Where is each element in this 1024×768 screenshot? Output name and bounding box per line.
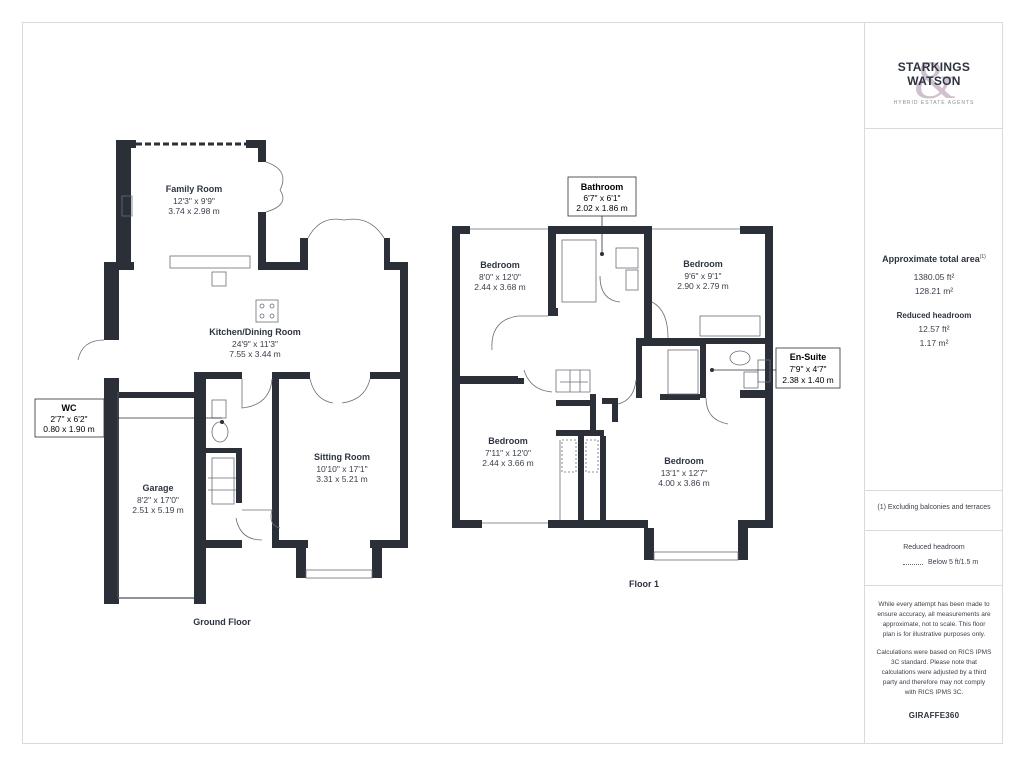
garage-metric: 2.51 x 5.19 m [132,505,184,515]
garage-name: Garage [142,483,173,493]
divider [865,128,1003,129]
first-floor-details [470,228,771,561]
area-title-text: Approximate total area [882,254,980,264]
bedroom-4-name: Bedroom [664,456,704,466]
area-title: Approximate total area(1) [865,254,1003,264]
footnote: (1) Excluding balconies and terraces [877,504,991,511]
kitchen-metric: 7.55 x 3.44 m [229,349,281,359]
disclaimer-line: plan is for illustrative purposes only. [882,631,986,638]
sitting-room-metric: 3.31 x 5.21 m [316,474,368,484]
bedroom-4-metric: 4.00 x 3.86 m [658,478,710,488]
bathroom-imperial: 6'7" x 6'1" [583,193,620,203]
callout-lines [104,216,776,419]
disclaimer-line: approximate, not to scale. This floor [882,621,986,628]
disclaimer-line: calculations were adjusted by a third [881,669,987,676]
ensuite-name: En-Suite [790,352,827,362]
ampersand-mark: & [914,50,956,110]
disclaimer-line: Calculations were based on RICS IPMS [876,649,992,656]
divider [865,490,1003,491]
legend-title: Reduced headroom [903,544,965,551]
bathroom-name: Bathroom [581,182,624,192]
brand-tagline: HYBRID ESTATE AGENTS [893,100,975,106]
bedroom-2-metric: 2.90 x 2.79 m [677,281,729,291]
disclaimer-line: with RICS IPMS 3C. [904,689,964,696]
ensuite-imperial: 7'9" x 4'7" [789,364,826,374]
bedroom-3-name: Bedroom [488,436,528,446]
disclaimer: While every attempt has been made to ens… [865,600,1003,698]
family-room-metric: 3.74 x 2.98 m [168,206,220,216]
disclaimer-line: ensure accuracy, all measurements are [877,611,991,618]
bedroom-3-metric: 2.44 x 3.66 m [482,458,534,468]
legend-dotted-line [903,564,923,565]
sitting-room-name: Sitting Room [314,452,370,462]
ground-floor-details [77,142,385,599]
first-floor-label: Floor 1 [629,579,659,589]
reduced-sqm: 1.17 m² [919,338,949,348]
bathroom-metric: 2.02 x 1.86 m [576,203,628,213]
divider [865,530,1003,531]
bedroom-4-imperial: 13'1" x 12'7" [661,468,708,478]
bedroom-2-name: Bedroom [683,259,723,269]
plan-frame [22,22,1003,744]
wc-metric: 0.80 x 1.90 m [43,424,95,434]
brand-name-line2: WATSON [907,74,961,88]
area-sqft: 1380.05 ft² [913,272,955,282]
wc-callout-box [34,398,105,438]
sitting-room-imperial: 10'10" x 17'1" [316,464,367,474]
disclaimer-line: party and therefore may not comply [882,679,986,686]
brand-name-line1: STARKINGS [897,60,971,74]
wc-name: WC [62,403,77,413]
ensuite-metric: 2.38 x 1.40 m [782,375,834,385]
wc-imperial: 2'7" x 6'2" [50,414,87,424]
kitchen-name: Kitchen/Dining Room [209,327,301,337]
garage-imperial: 8'2" x 17'0" [137,495,179,505]
ground-floor-walls [104,140,408,604]
family-room-imperial: 12'3" x 9'9" [173,196,215,206]
floor-plan-drawing: Family Room 12'3" x 9'9" 3.74 x 2.98 m K… [34,140,841,627]
bedroom-1-imperial: 8'0" x 12'0" [479,272,521,282]
kitchen-imperial: 24'9" x 11'3" [232,339,278,349]
area-sqm: 128.21 m² [914,286,954,296]
bedroom-1-name: Bedroom [480,260,520,270]
disclaimer-line: While every attempt has been made to [878,601,990,608]
reduced-sqft: 12.57 ft² [918,324,950,334]
bedroom-2-imperial: 9'6" x 9'1" [684,271,721,281]
ground-floor-label: Ground Floor [193,617,251,627]
software-credit: GIRAFFE360 [908,711,960,720]
svg-text:&: & [914,50,956,110]
bedroom-1-metric: 2.44 x 3.68 m [474,282,526,292]
first-floor-walls [452,226,773,560]
brand-logo: & STARKINGS WATSON HYBRID ESTATE AGENTS [865,46,1003,116]
reduced-headroom-title: Reduced headroom [896,311,972,320]
disclaimer-line: 3C standard. Please note that [890,659,977,666]
bedroom-3-imperial: 7'11" x 12'0" [485,448,531,458]
legend-item: Below 5 ft/1.5 m [928,559,979,566]
divider [865,585,1003,586]
ensuite-callout-box [775,347,841,389]
bathroom-callout-box [567,176,637,217]
info-sidebar: & STARKINGS WATSON HYBRID ESTATE AGENTS … [864,22,1003,744]
family-room-name: Family Room [166,184,223,194]
area-title-sup: (1) [979,254,986,260]
